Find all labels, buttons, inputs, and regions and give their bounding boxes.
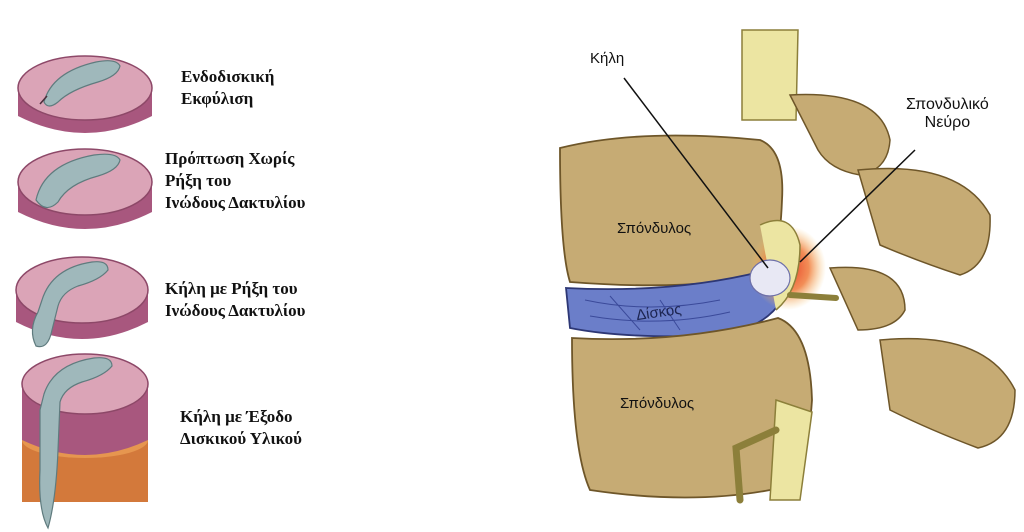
label-vertebra-upper: Σπόνδυλος (617, 220, 691, 237)
label-vertebra-lower: Σπόνδυλος (620, 395, 694, 412)
label-hernia: Κήλη (590, 50, 624, 67)
label-spinal-nerve: Σπονδυλικό Νεύρο (906, 96, 989, 132)
